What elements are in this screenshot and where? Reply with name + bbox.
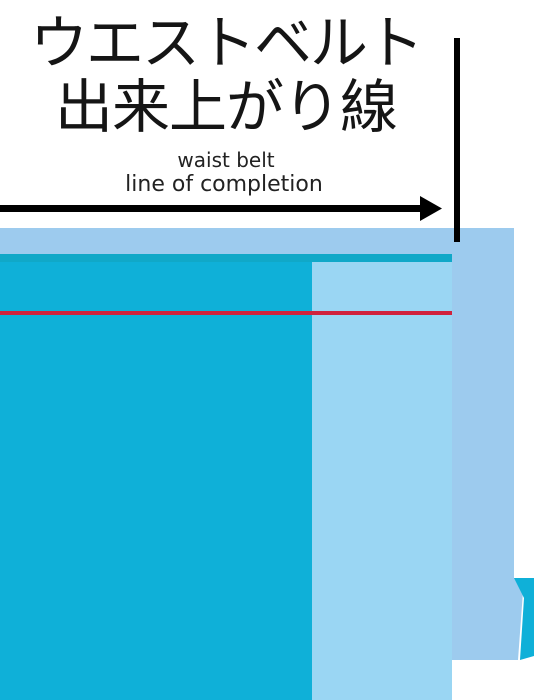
title-japanese-line2: 出来上がり線 bbox=[54, 73, 398, 141]
arrow-head bbox=[420, 196, 442, 221]
subtitle-english-line1: waist belt bbox=[177, 148, 275, 172]
arrow-shaft bbox=[0, 205, 424, 212]
title-japanese-line1: ウエストベルト bbox=[29, 9, 424, 77]
middle-fabric-panel bbox=[312, 262, 452, 700]
vertical-marker-line bbox=[454, 38, 460, 242]
edge-triangle bbox=[514, 578, 534, 660]
completion-line bbox=[0, 311, 452, 315]
inner-fabric-panel bbox=[0, 262, 312, 700]
subtitle-english-line2: line of completion bbox=[125, 172, 323, 197]
belt-fold-line bbox=[0, 254, 452, 262]
